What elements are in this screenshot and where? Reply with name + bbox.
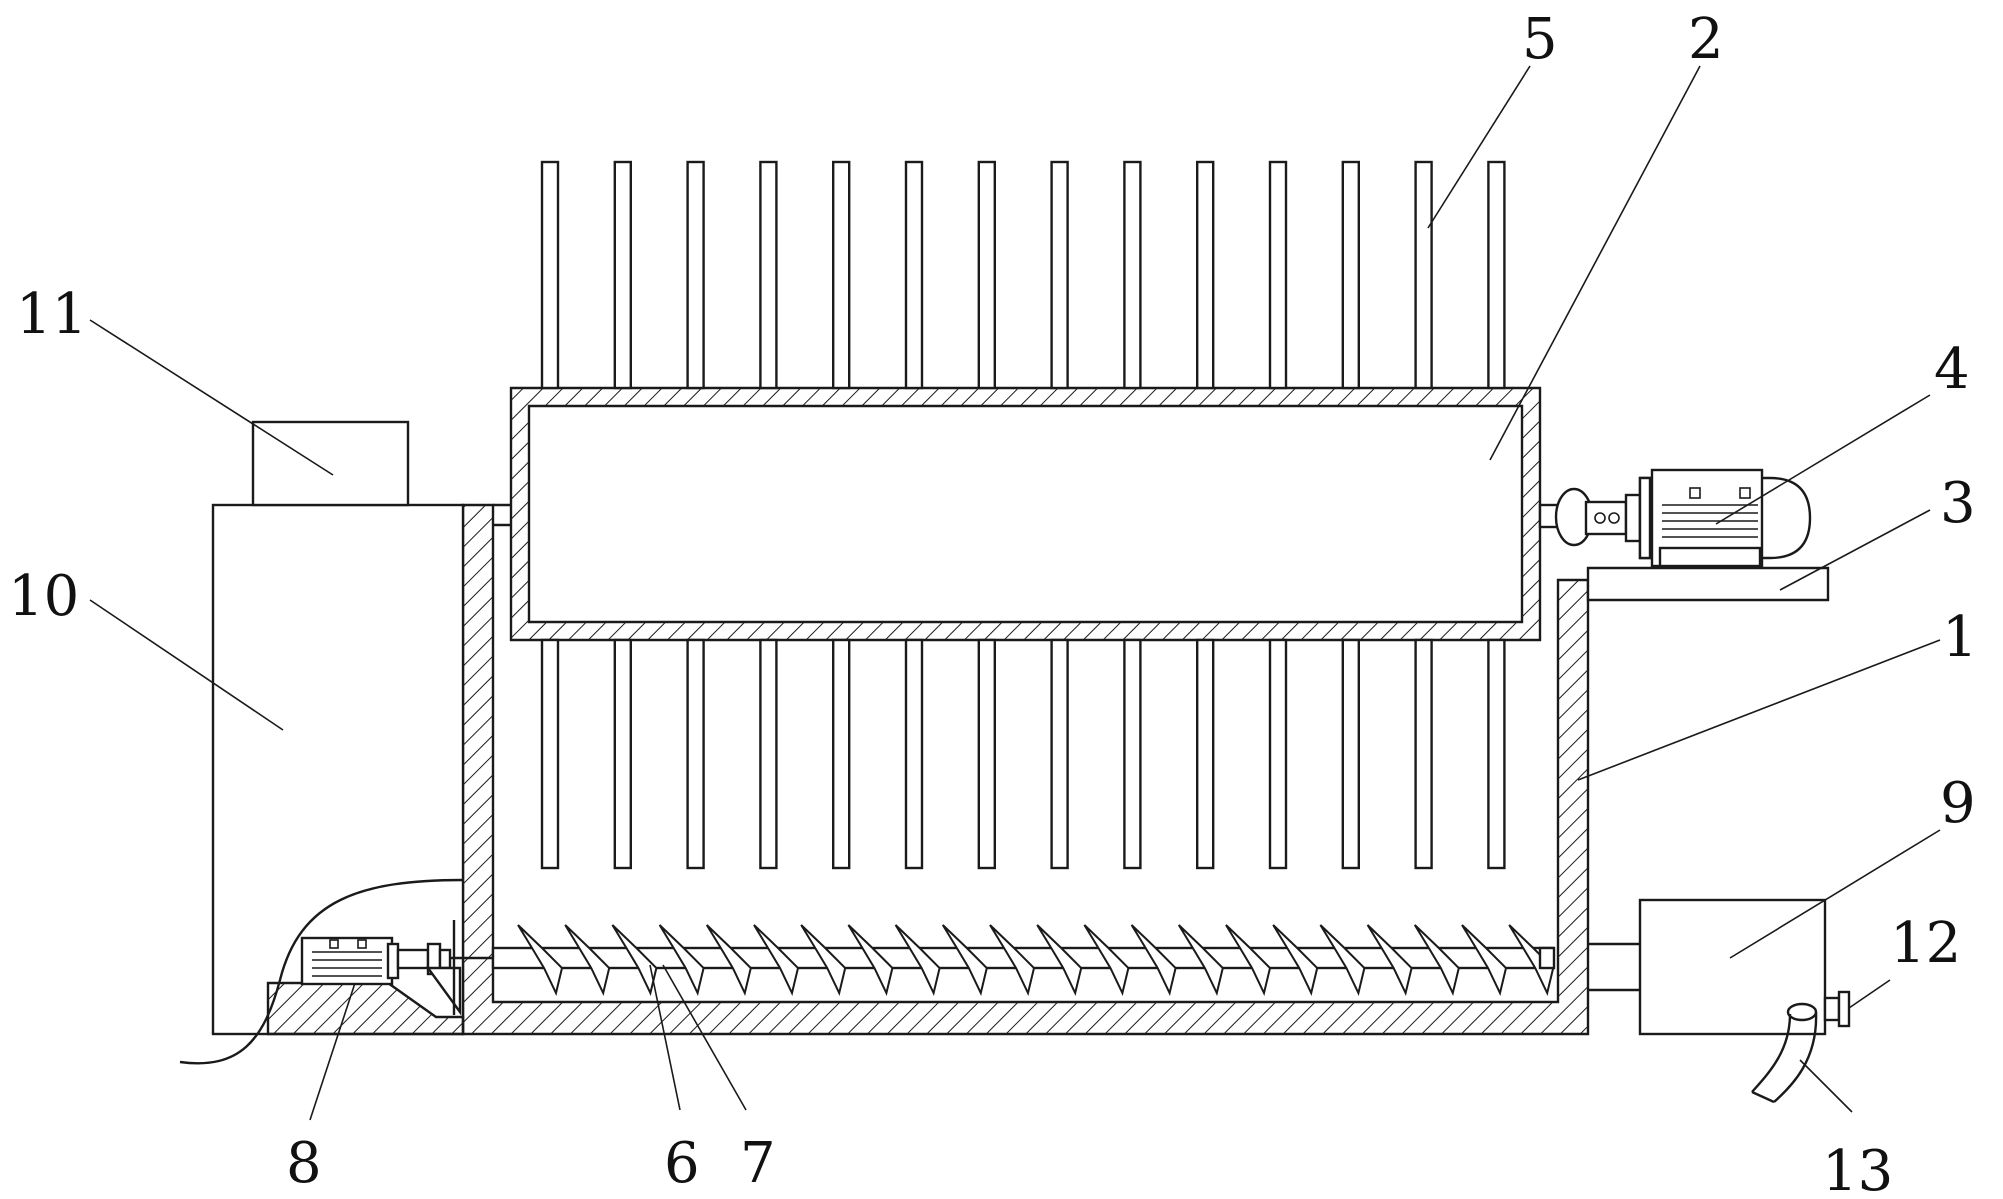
paddle-bottom (1123, 638, 1142, 870)
paddle-top (1050, 160, 1069, 390)
paddles-top (540, 160, 1506, 390)
screw-flight (1083, 924, 1130, 996)
leader-lines (89, 65, 1941, 1121)
hose-13 (1751, 1002, 1818, 1104)
screw-flight (1177, 924, 1224, 996)
label-12: 12 (1890, 911, 1961, 976)
screw-flight (1272, 924, 1319, 996)
paddle-bottom (613, 638, 632, 870)
label-7: 7 (740, 1131, 776, 1196)
paddle-top (977, 160, 996, 390)
paddle-top (759, 160, 778, 390)
drum (509, 386, 1542, 642)
paddle-top (1487, 160, 1506, 390)
label-6: 6 (664, 1131, 700, 1196)
paddle-bottom (832, 638, 851, 870)
screw-conveyor (491, 924, 1556, 996)
paddle-top (832, 160, 851, 390)
tank-body (461, 503, 1590, 1036)
screw-flight (989, 924, 1036, 996)
screw-flight (705, 924, 752, 996)
valve-12 (1823, 990, 1851, 1028)
paddle-bottom (1195, 638, 1215, 870)
screw-flight (1319, 924, 1366, 996)
paddle-bottom (759, 638, 778, 870)
screw-flight (1366, 924, 1413, 996)
screw-flight (1225, 924, 1272, 996)
label-10: 10 (8, 564, 79, 629)
paddle-bottom (904, 638, 924, 870)
power-cable (179, 878, 464, 1065)
label-2: 2 (1688, 7, 1724, 72)
screw-motor-8 (300, 920, 493, 1016)
label-5: 5 (1522, 7, 1558, 72)
paddle-bottom (686, 638, 705, 870)
label-4: 4 (1934, 337, 1970, 402)
paddle-bottom (540, 638, 560, 870)
paddle-bottom (1414, 638, 1433, 870)
paddle-bottom (1268, 638, 1288, 870)
label-13: 13 (1822, 1139, 1893, 1199)
screw-flight (1413, 924, 1460, 996)
paddle-top (904, 160, 924, 390)
screw-flight (847, 924, 894, 996)
screw-flight (1461, 924, 1508, 996)
paddle-top (1268, 160, 1288, 390)
paddle-top (1341, 160, 1361, 390)
label-3: 3 (1940, 471, 1976, 536)
paddle-top (1414, 160, 1433, 390)
paddle-top (540, 160, 560, 390)
support-plate (1586, 566, 1830, 602)
screw-flight (517, 924, 564, 996)
screw-flights (517, 924, 1555, 996)
paddle-bottom (977, 638, 996, 870)
screw-flight (1508, 924, 1555, 996)
paddle-top (1195, 160, 1215, 390)
label-1: 1 (1942, 605, 1978, 670)
screw-flight (800, 924, 847, 996)
screw-flight (1036, 924, 1083, 996)
screw-flight (611, 924, 658, 996)
top-box (251, 420, 410, 507)
screw-flight (894, 924, 941, 996)
paddle-bottom (1341, 638, 1361, 870)
label-11: 11 (16, 282, 87, 347)
screw-flight (564, 924, 611, 996)
paddle-top (613, 160, 632, 390)
screw-flight (1130, 924, 1177, 996)
paddle-bottom (1050, 638, 1069, 870)
label-8: 8 (286, 1131, 322, 1196)
drum-axle-left (493, 503, 511, 527)
part-labels: 1 2 3 4 5 6 7 8 9 10 11 12 13 (8, 7, 1978, 1199)
screw-flight (658, 924, 705, 996)
paddle-bottom (1487, 638, 1506, 870)
screw-flight (941, 924, 988, 996)
paddles-bottom (540, 638, 1506, 870)
drive-motor-4 (1554, 468, 1812, 568)
paddle-top (686, 160, 705, 390)
label-9: 9 (1940, 771, 1976, 836)
paddle-top (1123, 160, 1142, 390)
screw-flight (753, 924, 800, 996)
